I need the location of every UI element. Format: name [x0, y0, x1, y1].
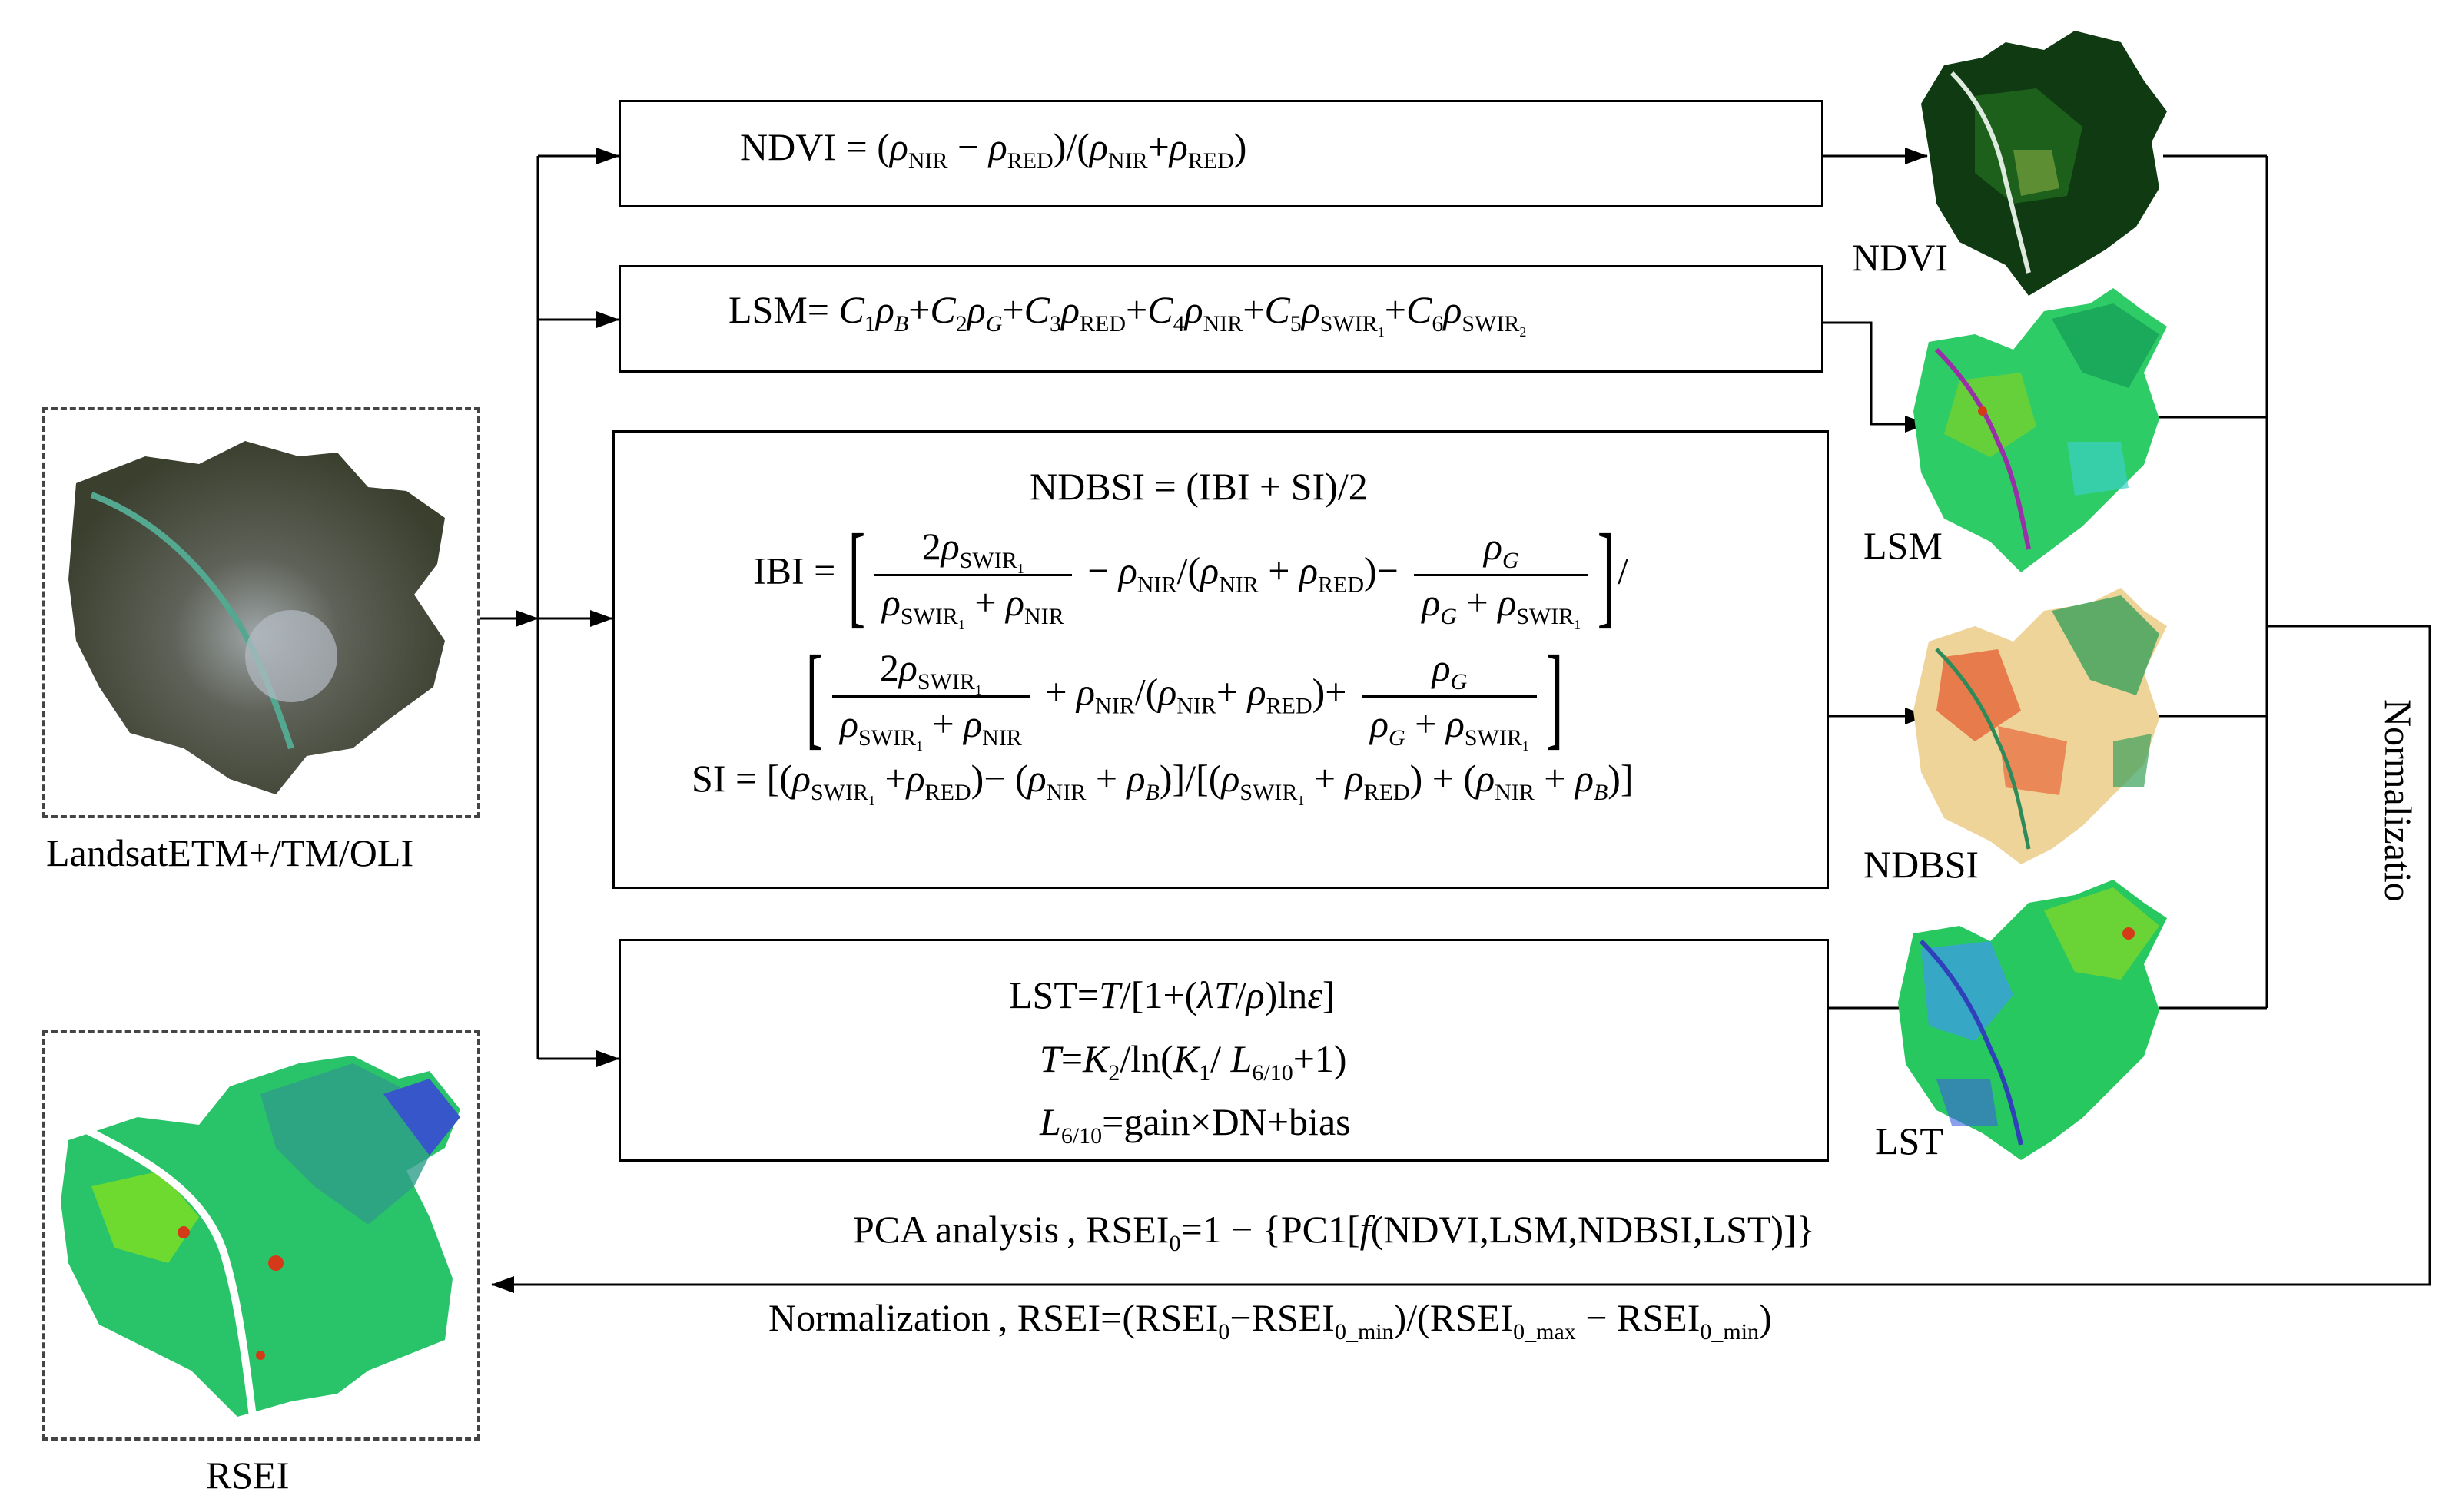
normalization-side-label: Normalizatio	[2377, 699, 2420, 902]
ndvi-map-image	[1921, 31, 2167, 296]
lst-formula-line2: T=K2/ln(K1/ L6/10+1)	[1040, 1037, 1347, 1086]
lst-formula-line3: L6/10=gain×DN+bias	[1040, 1100, 1351, 1149]
arrow-lsm-to-map	[1823, 321, 1928, 433]
ndvi-formula-box: NDVI = (ρNIR − ρRED)/(ρNIR+ρRED)	[619, 100, 1823, 207]
lst-formula-line1: LST=T/[1+(λT/ρ)lnε]	[1009, 973, 1336, 1016]
si-formula: SI = [(ρSWIR1 +ρRED)− (ρNIR + ρB)]/[(ρSW…	[692, 757, 1634, 808]
lsm-formula-box: LSM= C1ρB+C2ρG+C3ρRED+C4ρNIR+C5ρSWIR1+C6…	[619, 265, 1823, 373]
rsei-map-image	[61, 1056, 460, 1418]
arrow-to-rsei	[491, 625, 2431, 1293]
lsm-formula: LSM= C1ρB+C2ρG+C3ρRED+C4ρNIR+C5ρSWIR1+C6…	[728, 288, 1527, 340]
pca-analysis-line: PCA analysis , RSEI0=1 − {PC1[f(NDVI,LSM…	[853, 1208, 1815, 1256]
landsat-satellite-image	[68, 441, 445, 794]
rsei-label: RSEI	[206, 1454, 290, 1497]
ndvi-map-label: NDVI	[1852, 236, 1948, 279]
lst-map-label: LST	[1875, 1119, 1943, 1162]
landsat-label: LandsatETM+/TM/OLI	[46, 831, 414, 874]
ndbsi-map-label: NDBSI	[1863, 843, 1979, 886]
lsm-map-label: LSM	[1863, 524, 1943, 567]
ndbsi-map-image	[1913, 588, 2167, 864]
ndvi-formula: NDVI = (ρNIR − ρRED)/(ρNIR+ρRED)	[740, 125, 1247, 174]
lst-map-image	[1898, 880, 2167, 1160]
lsm-map-image	[1913, 288, 2167, 572]
rsei-image-frame	[42, 1030, 480, 1441]
landsat-image-frame	[42, 407, 480, 818]
ndbsi-formula-head: NDBSI = (IBI + SI)/2	[1030, 465, 1368, 508]
normalization-line: Normalization , RSEI=(RSEI0−RSEI0_min)/(…	[768, 1296, 1772, 1345]
lst-formula-box: LST=T/[1+(λT/ρ)lnε] T=K2/ln(K1/ L6/10+1)…	[619, 939, 1829, 1162]
